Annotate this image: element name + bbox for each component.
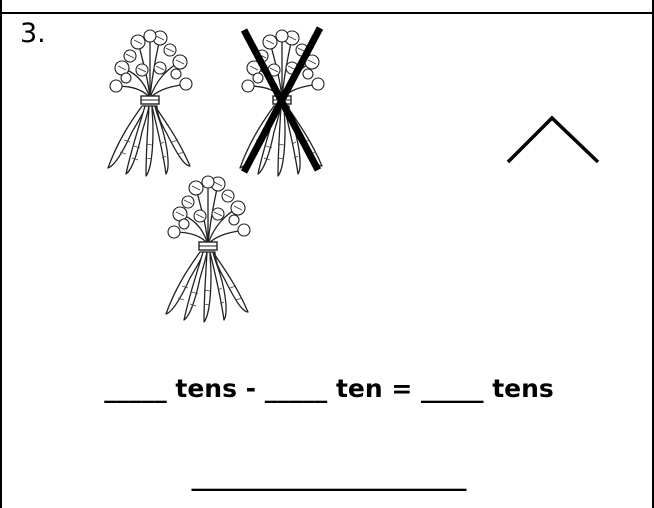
equation-text: _____ tens - _____ ten = _____ tens (104, 374, 554, 403)
caret-mark (506, 115, 600, 164)
carrot-bundle-icon (98, 28, 202, 178)
carrot-bundle-icon (230, 28, 334, 178)
problem-number: 3. (20, 18, 46, 49)
top-rule (2, 12, 654, 14)
carrot-bundle-icon (156, 174, 260, 324)
answer-line: ______________________ (191, 462, 467, 491)
